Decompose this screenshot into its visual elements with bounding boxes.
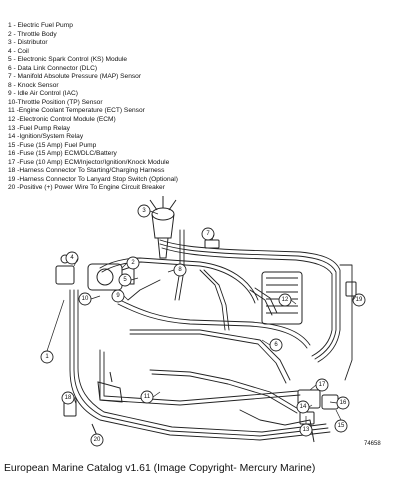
callout-label: 8	[178, 267, 182, 273]
callout-label: 5	[123, 277, 127, 283]
legend-item: 19 -Harness Connector To Lanyard Stop Sw…	[8, 175, 178, 183]
legend-item: 6 - Data Link Connector (DLC)	[8, 64, 98, 72]
callout-label: 6	[274, 342, 278, 348]
callout-label: 19	[356, 297, 363, 303]
legend-item: 10-Throttle Position (TP) Sensor	[8, 98, 103, 106]
legend-item: 8 - Knock Sensor	[8, 81, 59, 89]
legend-item: 2 - Throttle Body	[8, 30, 57, 38]
callout-label: 12	[282, 297, 289, 303]
figure-number: 74658	[364, 441, 381, 447]
legend-item: 15 -Fuse (15 Amp) Fuel Pump	[8, 141, 97, 149]
callout-label: 10	[82, 296, 89, 302]
callout-label: 3	[142, 208, 146, 214]
legend-item: 3 - Distributor	[8, 39, 48, 47]
lanyard-connector-icon	[345, 281, 357, 297]
callout-label: 14	[300, 404, 307, 410]
map-sensor-icon	[204, 239, 220, 249]
harness-trunk	[159, 239, 341, 363]
legend-item: 9 - Idle Air Control (IAC)	[8, 90, 78, 98]
callout-label: 20	[94, 437, 101, 443]
callout-label: 17	[319, 382, 326, 388]
legend-item: 17 -Fuse (10 Amp) ECM/Injector/Ignition/…	[8, 158, 170, 166]
legend-item: 14 -Ignition/System Relay	[8, 133, 84, 141]
callout-label: 18	[65, 395, 72, 401]
power-wire-icon	[91, 419, 315, 443]
legend-item: 11 -Engine Coolant Temperature (ECT) Sen…	[8, 107, 145, 115]
legend-item: 7 - Manifold Absolute Pressure (MAP) Sen…	[8, 73, 142, 81]
legend: 1 - Electric Fuel Pump 2 - Throttle Body…	[8, 22, 308, 193]
callout-label: 13	[303, 427, 310, 433]
callout-label: 9	[116, 293, 120, 299]
callout-label: 4	[70, 255, 74, 261]
legend-item: 13 -Fuel Pump Relay	[8, 124, 70, 132]
distributor-icon	[149, 196, 177, 259]
legend-item: 16 -Fuse (15 Amp) ECM/DLC/Battery	[8, 150, 117, 158]
callout-label: 16	[340, 400, 347, 406]
legend-item: 20 -Positive (+) Power Wire To Engine Ci…	[8, 184, 165, 192]
callout-circle	[90, 433, 104, 447]
fuel-pump-icon	[97, 371, 123, 403]
callout-label: 15	[338, 423, 345, 429]
legend-item: 18 -Harness Connector To Starting/Chargi…	[8, 167, 165, 175]
callout-label: 11	[144, 394, 151, 400]
legend-item: 12 -Electronic Control Module (ECM)	[8, 116, 116, 124]
legend-item: 4 - Coil	[8, 47, 29, 55]
legend-item: 1 - Electric Fuel Pump	[8, 22, 73, 29]
callout-label: 2	[131, 260, 135, 266]
callout-label: 1	[45, 354, 49, 360]
image-caption: European Marine Catalog v1.61 (Image Cop…	[4, 463, 316, 474]
callout-label: 7	[206, 231, 210, 237]
legend-item: 5 - Electronic Spark Control (KS) Module	[8, 56, 128, 64]
